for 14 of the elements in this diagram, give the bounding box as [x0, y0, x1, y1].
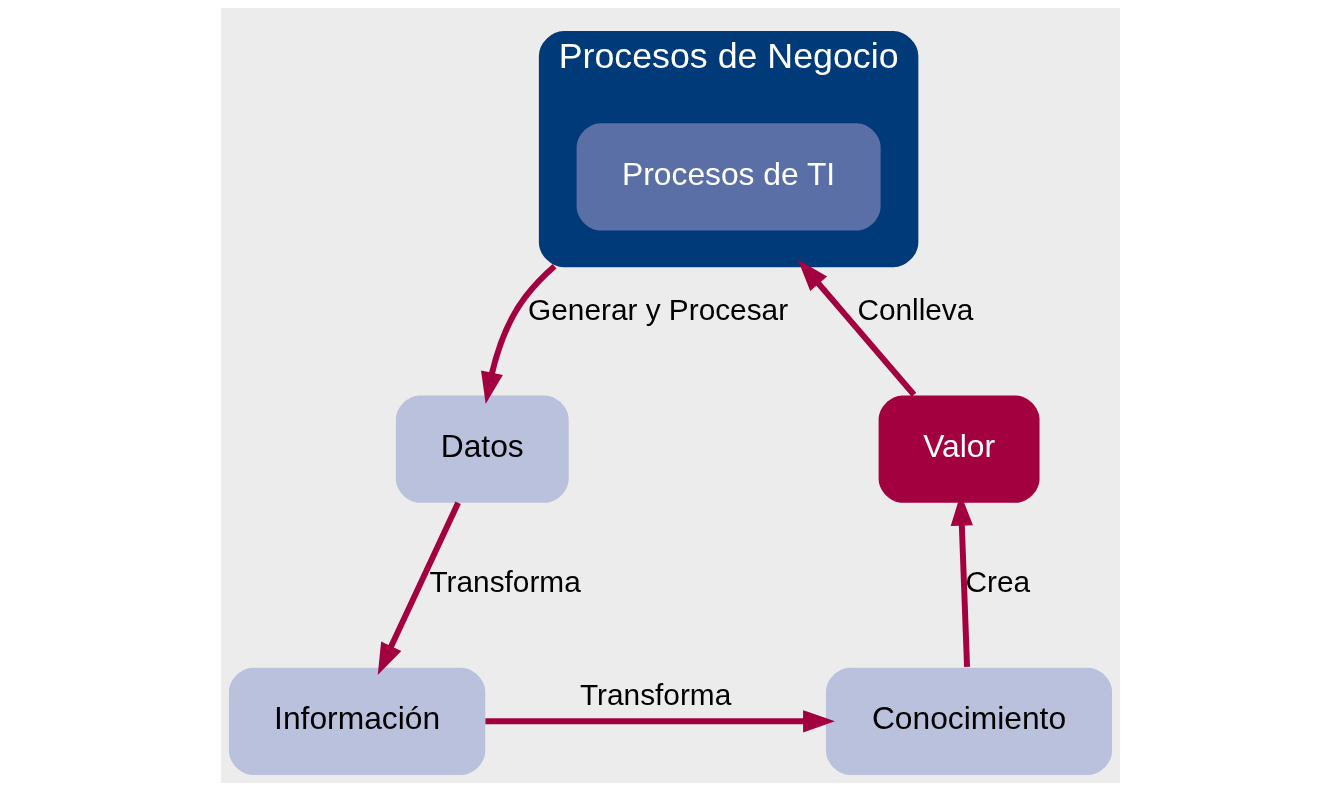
arrow [377, 501, 461, 676]
node-box: Conocimiento [825, 667, 1112, 775]
arrow [484, 710, 835, 733]
node-box: Procesos de TI [576, 123, 881, 231]
edge-label: Crea [965, 565, 1030, 599]
arrow [797, 259, 916, 397]
node-box: Información [228, 667, 485, 775]
edge-label: Generar y Procesar [527, 293, 788, 326]
edge-label: Transforma [579, 678, 731, 712]
edge-label: Conlleva [856, 293, 973, 326]
node-box: Datos [395, 395, 569, 503]
node-box: Valor [878, 395, 1040, 503]
arrow [480, 264, 556, 404]
edge-label: Transforma [428, 565, 581, 599]
